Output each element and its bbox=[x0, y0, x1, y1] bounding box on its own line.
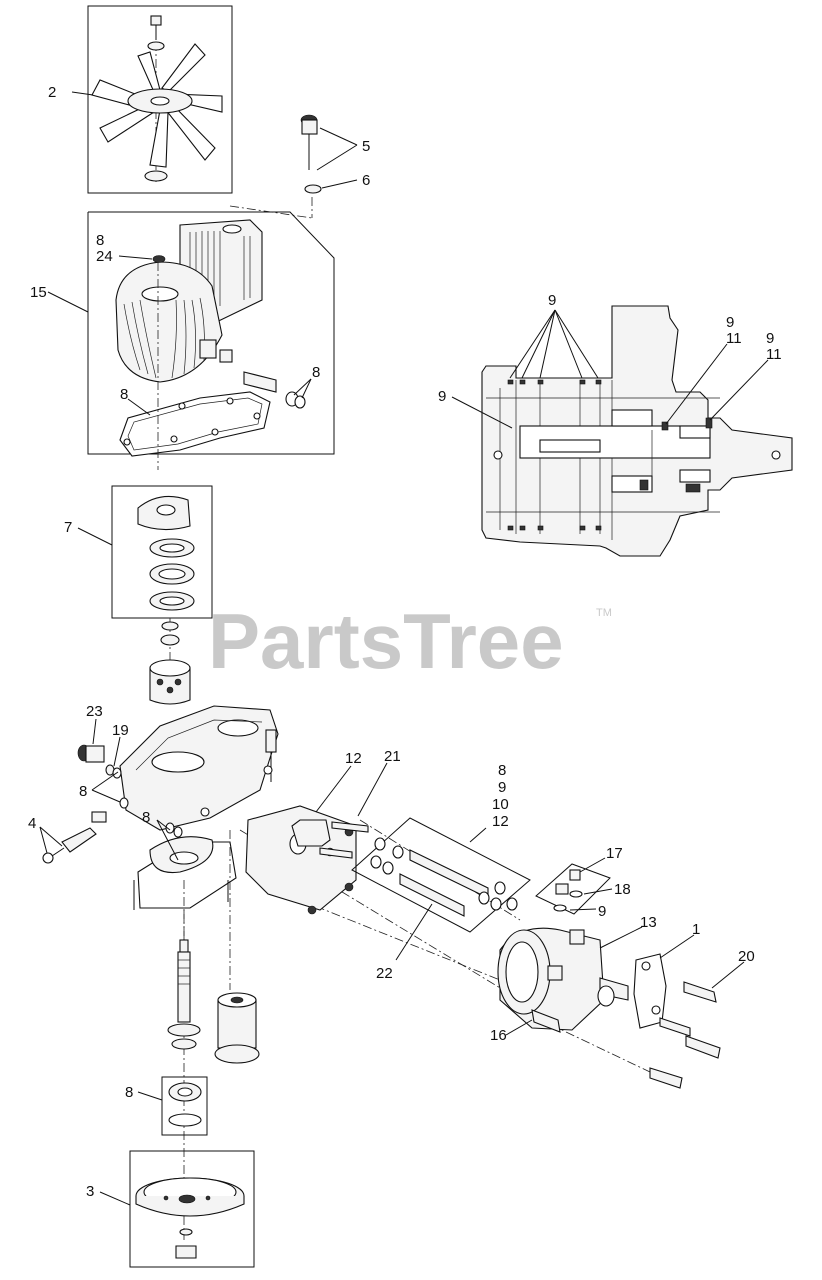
callout-11-right-a: 11 bbox=[726, 330, 742, 347]
leader-17 bbox=[579, 857, 606, 873]
kit-label-a: 8 bbox=[498, 762, 506, 779]
callout-8-mid: 8 bbox=[142, 809, 150, 826]
wheel-motor bbox=[497, 927, 721, 1089]
callout-11-right-b: 11 bbox=[766, 346, 782, 363]
callout-12-bracket: 12 bbox=[345, 750, 362, 767]
dipstick-and-oring bbox=[229, 114, 322, 219]
leader-15 bbox=[47, 291, 89, 313]
fan-assembly bbox=[87, 5, 233, 194]
leader-19 bbox=[113, 736, 121, 767]
callout-20: 20 bbox=[738, 948, 755, 965]
leader-8-gasket bbox=[127, 398, 151, 416]
center-housing bbox=[119, 705, 279, 990]
callout-17: 17 bbox=[606, 845, 623, 862]
leader-2 bbox=[71, 91, 94, 96]
callout-24: 24 bbox=[96, 248, 113, 265]
callout-9-left: 9 bbox=[438, 388, 446, 405]
housing-assembly bbox=[87, 211, 335, 470]
callout-23: 23 bbox=[86, 703, 103, 720]
callout-21: 21 bbox=[384, 748, 401, 765]
swashplate-bearing-kit bbox=[111, 485, 213, 619]
cross-section-view bbox=[481, 305, 793, 557]
input-bearing-kit bbox=[161, 1076, 208, 1136]
callout-5: 5 bbox=[362, 138, 370, 155]
valve-kit bbox=[535, 863, 611, 915]
leader-3 bbox=[99, 1191, 131, 1206]
callout-18: 18 bbox=[614, 881, 631, 898]
leader-6 bbox=[321, 179, 358, 189]
seal-kit bbox=[351, 817, 531, 933]
fitting-23-19 bbox=[77, 744, 183, 838]
leader-9-top-c bbox=[539, 309, 556, 379]
leader-8-seal-a bbox=[293, 378, 312, 396]
kit-label-b: 9 bbox=[498, 779, 506, 796]
callout-9-top: 9 bbox=[548, 292, 556, 309]
callout-2: 2 bbox=[48, 84, 56, 101]
fan-blades bbox=[91, 43, 223, 168]
leader-9-top-d bbox=[554, 309, 583, 379]
leader-4b bbox=[39, 826, 63, 847]
pulley-assembly bbox=[129, 1150, 255, 1268]
callout-16: 16 bbox=[490, 1027, 507, 1044]
bypass-arm bbox=[42, 811, 107, 864]
leader-11-right-a bbox=[665, 343, 728, 425]
callout-3: 3 bbox=[86, 1183, 94, 1200]
leader-5b bbox=[316, 144, 358, 171]
callout-4: 4 bbox=[28, 815, 36, 832]
leader-8-seal-b bbox=[301, 378, 312, 399]
leader-22 bbox=[395, 903, 433, 961]
leader-12-bracket bbox=[315, 765, 352, 813]
leader-5a bbox=[319, 127, 358, 146]
callout-9-right-b: 9 bbox=[766, 330, 774, 347]
leader-1 bbox=[659, 934, 695, 959]
leader-11-right-b bbox=[709, 359, 769, 421]
callout-8-bearing: 8 bbox=[125, 1084, 133, 1101]
callout-15: 15 bbox=[30, 284, 47, 301]
leader-9-kit bbox=[569, 908, 597, 911]
pump-cylinder-block bbox=[149, 618, 191, 705]
leader-7 bbox=[77, 527, 113, 546]
kit-label-c: 10 bbox=[492, 796, 509, 813]
leader-24 bbox=[118, 255, 153, 260]
callout-13: 13 bbox=[640, 914, 657, 931]
callout-8-left: 8 bbox=[79, 783, 87, 800]
leader-13 bbox=[599, 926, 643, 949]
callout-1: 1 bbox=[692, 921, 700, 938]
leader-8-bearing bbox=[137, 1091, 163, 1101]
watermark-trademark: TM bbox=[596, 607, 612, 619]
input-shaft-and-filter bbox=[167, 910, 260, 1240]
callout-9-right-a: 9 bbox=[726, 314, 734, 331]
leader-seal-kit bbox=[469, 827, 487, 843]
leader-20 bbox=[711, 961, 745, 989]
callout-7: 7 bbox=[64, 519, 72, 536]
leader-21 bbox=[357, 762, 388, 817]
watermark-logo: PartsTree bbox=[208, 597, 564, 685]
leader-9-top-e bbox=[554, 309, 599, 379]
motor-housing bbox=[239, 805, 651, 1073]
callout-8-seals: 8 bbox=[312, 364, 320, 381]
callout-22: 22 bbox=[376, 965, 393, 982]
leader-18 bbox=[583, 888, 613, 895]
callout-8-gasket: 8 bbox=[120, 386, 128, 403]
leader-16 bbox=[505, 1019, 533, 1036]
callout-8-cap: 8 bbox=[96, 232, 104, 249]
leader-4a bbox=[39, 826, 48, 854]
leader-8-left-a bbox=[91, 771, 119, 791]
leader-9-top-b bbox=[521, 309, 556, 379]
kit-label-d: 12 bbox=[492, 813, 509, 830]
leader-9-top-a bbox=[509, 309, 556, 379]
callout-9-kit: 9 bbox=[598, 903, 606, 920]
leader-8-mid-a bbox=[156, 819, 171, 831]
leader-8-left-b bbox=[91, 789, 121, 803]
callout-6: 6 bbox=[362, 172, 370, 189]
callout-19: 19 bbox=[112, 722, 129, 739]
leader-8-mid-b bbox=[156, 819, 179, 861]
leader-23 bbox=[92, 718, 97, 745]
leader-9-left bbox=[451, 396, 513, 429]
